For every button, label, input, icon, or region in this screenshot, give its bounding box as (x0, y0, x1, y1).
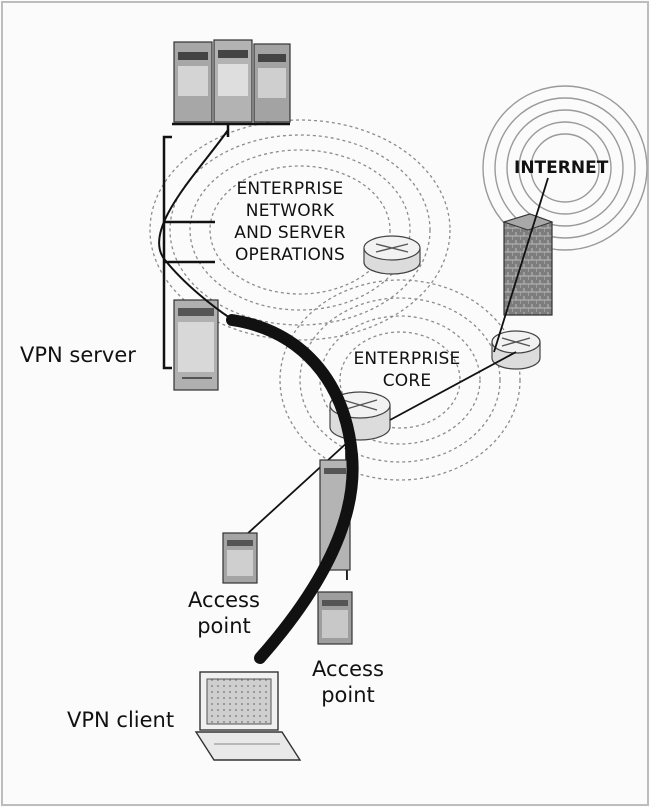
internet-label: INTERNET (514, 158, 609, 178)
vpn-client-label: VPN client (67, 708, 175, 732)
enterprise-core-rings (279, 279, 521, 481)
vpn-server-label: VPN server (20, 343, 136, 367)
access-point-label-1: Access point (188, 588, 260, 638)
access-point-icon (317, 591, 353, 645)
server-rack-icon (173, 39, 291, 123)
router-icon (491, 330, 541, 370)
enterprise-network-label: ENTERPRISE NETWORK AND SERVER OPERATIONS (234, 179, 346, 265)
vpn-tunnel (226, 314, 359, 664)
enterprise-network-rings (149, 119, 451, 341)
access-point-icon (222, 532, 258, 584)
enterprise-core-label: ENTERPRISE CORE (353, 349, 461, 391)
access-point-label-2: Access point (312, 657, 384, 707)
laptop-icon (194, 671, 302, 761)
firewall-icon (502, 213, 554, 316)
internet-rings (482, 85, 648, 251)
router-icon (363, 235, 421, 275)
vpn-path (158, 129, 231, 319)
vpn-server-icon (173, 299, 219, 391)
